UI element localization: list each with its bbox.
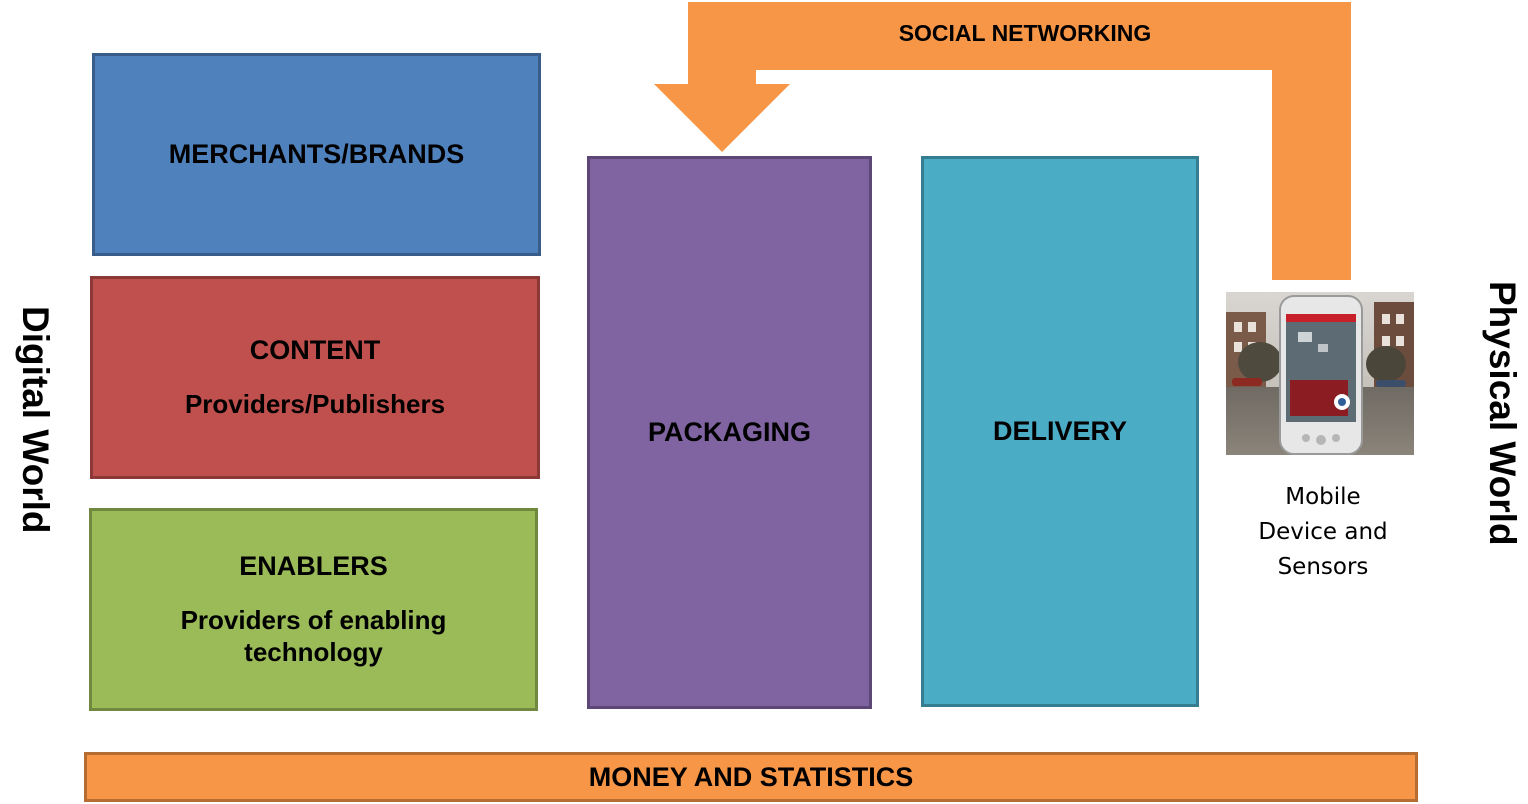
delivery-box: DELIVERY [921,156,1199,707]
mobile-device-photo [1226,292,1414,455]
enablers-box: ENABLERS Providers of enabling technolog… [89,508,538,711]
physical-world-label: Physical World [1482,281,1523,546]
enablers-subtitle: Providers of enabling technology [180,604,447,668]
packaging-title: PACKAGING [647,416,811,447]
content-title: CONTENT [249,335,381,366]
merchants-title: MERCHANTS/BRANDS [168,138,465,169]
content-subtitle: Providers/Publishers [184,389,446,420]
digital-world-label: Digital World [15,306,56,534]
packaging-box: PACKAGING [587,156,872,709]
enablers-title: ENABLERS [239,551,388,582]
content-box: CONTENT Providers/Publishers [90,276,540,479]
mobile-device-caption: Mobile Device and Sensors [1258,484,1388,580]
merchants-brands-box: MERCHANTS/BRANDS [92,53,541,256]
money-and-statistics-bar: MONEY AND STATISTICS [84,752,1418,802]
delivery-title: DELIVERY [992,415,1128,446]
social-networking-label: SOCIAL NETWORKING [898,20,1152,46]
